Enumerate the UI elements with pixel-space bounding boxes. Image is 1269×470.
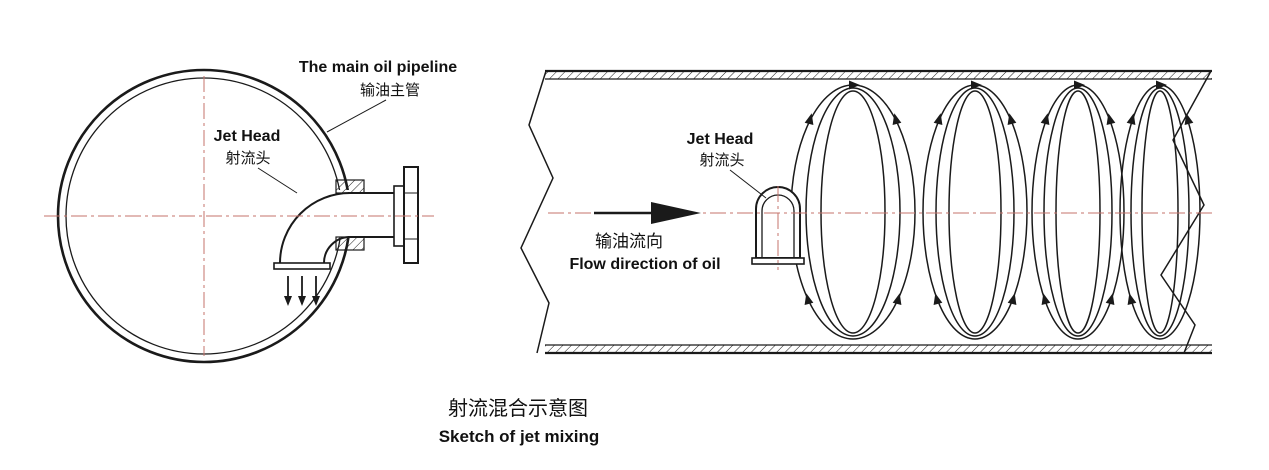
pipe-walls [520, 69, 1212, 355]
coil-cluster-4 [1119, 84, 1201, 340]
flow-direction-label-en: Flow direction of oil [569, 256, 720, 273]
jet-arrow-head [284, 296, 292, 306]
jet-head-leader-line [729, 169, 767, 199]
caption: 射流混合示意图 Sketch of jet mixing [439, 396, 600, 446]
flow-direction-arrow [594, 202, 701, 224]
elbow-outer-wall [279, 192, 351, 264]
caption-en: Sketch of jet mixing [439, 427, 600, 446]
left-break-line [520, 70, 554, 354]
jet-arrow-head [312, 296, 320, 306]
flange-plate [403, 166, 419, 264]
pipeline-label-zh: 输油主管 [360, 81, 420, 99]
flow-direction-label-zh: 输油流向 [595, 232, 663, 252]
spiral-flow-coils [790, 80, 1201, 340]
coil-flow-arrowheads [804, 80, 1194, 305]
wall-penetration-mask [334, 190, 404, 238]
jet-head-label-zh: 射流头 [225, 149, 270, 167]
flow-arrow-head [651, 202, 701, 224]
pipeline-label-en: The main oil pipeline [299, 59, 457, 76]
right-view-longitudinal-section: Jet Head 射流头 输油流向 Flow direction of oil [520, 69, 1216, 355]
nozzle-outlet-lip [273, 262, 331, 270]
jet-head-label-en: Jet Head [214, 128, 281, 145]
jet-discharge-arrows [284, 276, 320, 306]
jet-head-label-en: Jet Head [687, 131, 754, 148]
pipeline-leader-line [326, 99, 387, 133]
jet-head-leader-line [257, 167, 298, 194]
left-view-centerlines [44, 76, 434, 356]
jet-head-label-zh: 射流头 [699, 151, 744, 169]
wall-boss-hatch-bottom [335, 236, 365, 251]
right-break-line [1160, 70, 1212, 354]
left-view-cross-section: The main oil pipeline 输油主管 Jet Head 射流头 [44, 59, 457, 364]
jet-arrow-head [298, 296, 306, 306]
top-wall-hatch [545, 71, 1212, 79]
bottom-wall-hatch [545, 345, 1212, 353]
caption-zh: 射流混合示意图 [448, 396, 588, 420]
wall-boss-hatch-top [335, 179, 365, 194]
